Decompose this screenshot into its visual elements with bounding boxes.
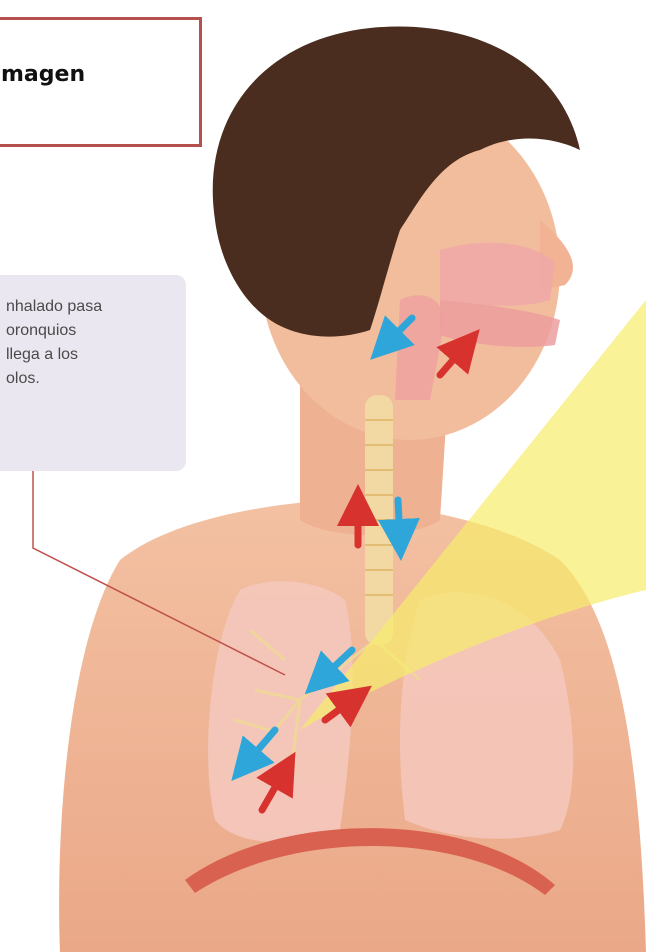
title-box: magen bbox=[0, 17, 202, 147]
nasal-cavity bbox=[440, 243, 555, 306]
title-text: magen bbox=[1, 62, 85, 87]
callout-line: oronquios bbox=[6, 319, 176, 343]
callout-text: nhalado pasa oronquios llega a los olos. bbox=[6, 295, 176, 391]
callout-line: nhalado pasa bbox=[6, 295, 176, 319]
callout-box: nhalado pasa oronquios llega a los olos. bbox=[0, 275, 186, 471]
callout-line: llega a los bbox=[6, 343, 176, 367]
callout-line: olos. bbox=[6, 367, 176, 391]
